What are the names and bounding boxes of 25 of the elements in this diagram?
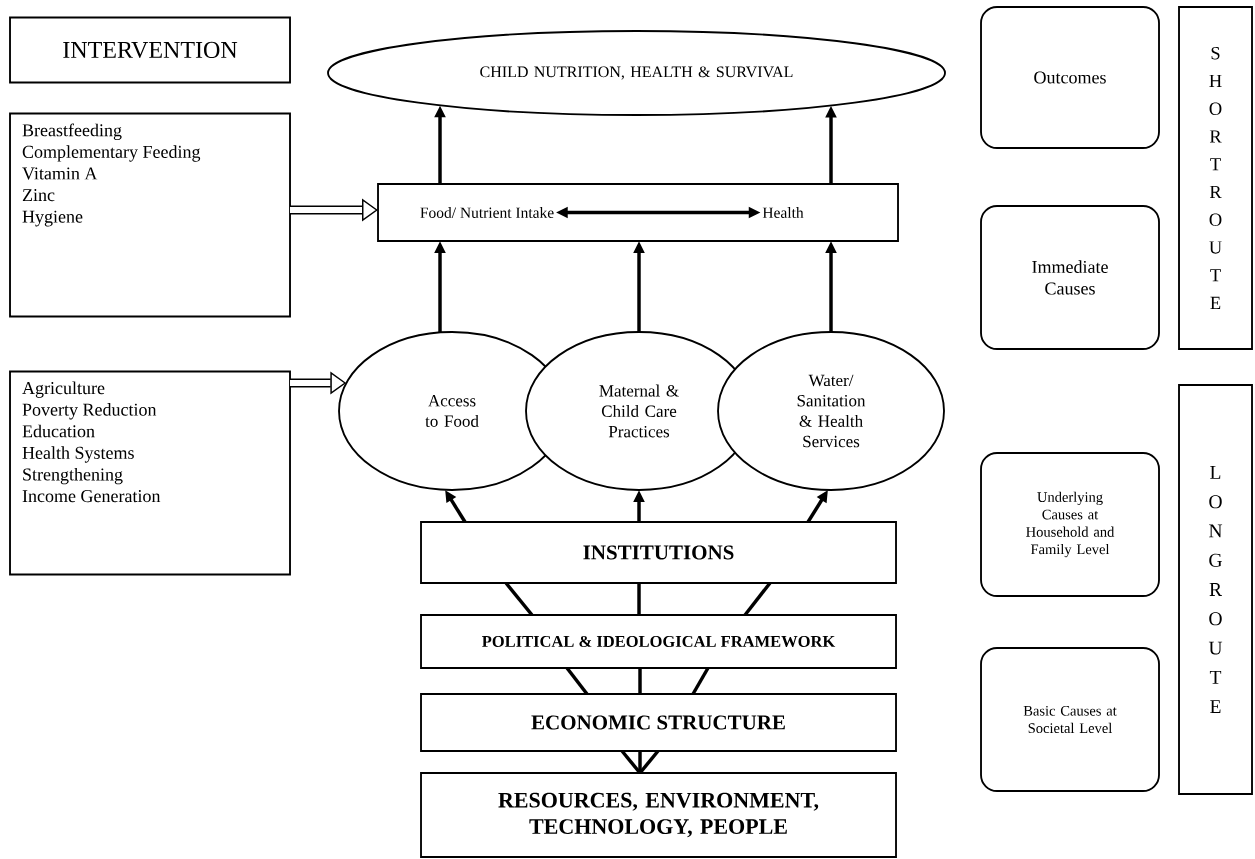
connector-line (565, 666, 589, 696)
connector-line (743, 581, 772, 617)
connector-line (637, 583, 641, 615)
list-box: Breastfeeding Complementary Feeding Vitamin A Zinc Hygiene (9, 112, 291, 318)
process-box (377, 183, 899, 242)
level-box: ECONOMIC STRUCTURE (420, 693, 897, 752)
category-box: Outcomes (980, 6, 1160, 149)
connector-line (638, 749, 660, 775)
heading-box: INTERVENTION (9, 16, 291, 84)
connector-line (504, 581, 534, 617)
connector-line (620, 749, 642, 775)
category-box: Basic Causes at Societal Level (980, 647, 1160, 792)
connector-line (638, 668, 642, 694)
route-box: LONG ROUTE (1178, 384, 1253, 795)
label-text: Health (762, 207, 804, 218)
level-box: RESOURCES, ENVIRONMENT, TECHNOLOGY, PEOPLE (420, 772, 897, 858)
level-box: INSTITUTIONS (420, 521, 897, 584)
level-box: POLITICAL & IDEOLOGICAL FRAMEWORK (420, 614, 897, 669)
label-text: Food/ Nutrient Intake (420, 207, 554, 218)
connector-line (691, 667, 710, 695)
route-box: SHORT ROUTE (1178, 6, 1253, 350)
category-box: Underlying Causes at Household and Family Level (980, 452, 1160, 597)
category-box: Immediate Causes (980, 205, 1160, 350)
connector-line (638, 751, 642, 773)
list-box: Agriculture Poverty Reduction Education Health Systems Strengthening Income Generation (9, 370, 291, 576)
